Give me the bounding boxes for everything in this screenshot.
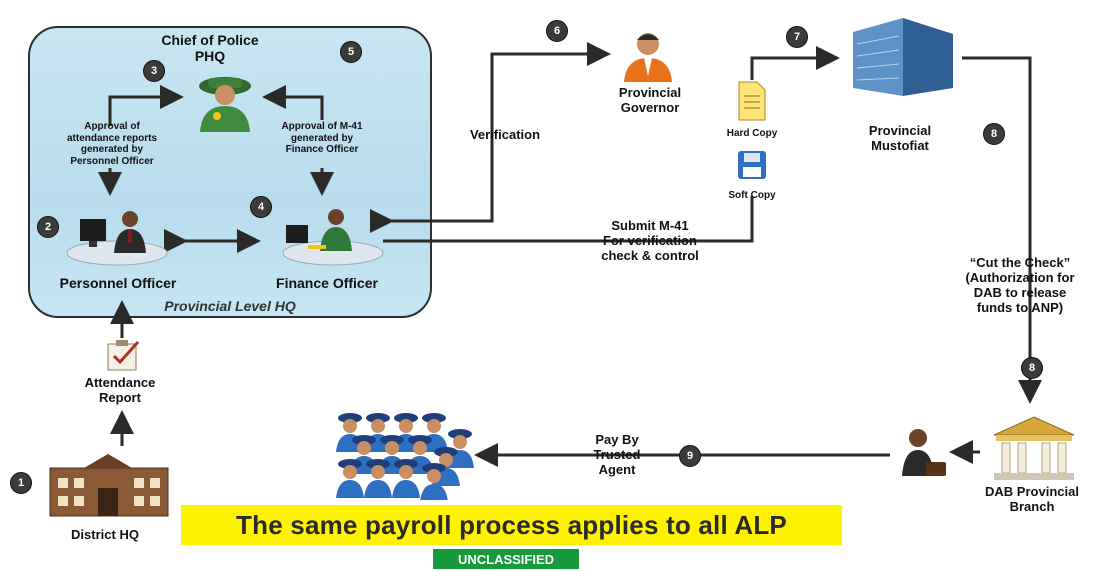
district-hq-label: District HQ bbox=[71, 527, 139, 542]
verification-label: Verification bbox=[469, 127, 541, 142]
pay-by-line2: Trusted bbox=[593, 446, 641, 462]
chief-label: Chief of Police PHQ bbox=[150, 32, 270, 64]
personnel-officer-label: Personnel Officer bbox=[59, 275, 177, 291]
attendance-report-label: Attendance Report bbox=[70, 375, 170, 406]
cut-check-line4: funds to ANP) bbox=[976, 299, 1064, 315]
step-badge-2: 2 bbox=[37, 216, 59, 238]
hard-copy-document-icon bbox=[738, 81, 766, 121]
soft-copy-label: Soft Copy bbox=[728, 190, 776, 201]
police-chief-icon bbox=[199, 77, 251, 132]
step-badge-8b: 8 bbox=[1021, 357, 1043, 379]
step-badge-3: 3 bbox=[143, 60, 165, 82]
police-group-icon bbox=[336, 413, 474, 500]
chief-label-line2: PHQ bbox=[194, 48, 226, 65]
personnel-officer-icon bbox=[66, 211, 168, 266]
arrow-to-mustofiat bbox=[750, 46, 840, 80]
submit-m41-line3: check & control bbox=[601, 247, 699, 263]
arrow-approval-m41 bbox=[262, 85, 324, 120]
approval-m41-line1: Approval of M-41 bbox=[281, 121, 363, 132]
approval-m41-line2: generated by bbox=[290, 132, 354, 144]
approval-attendance-line3: generated by bbox=[80, 144, 144, 155]
submit-m41-label: Submit M-41 For verification check & con… bbox=[575, 218, 725, 264]
office-building-icon bbox=[853, 18, 953, 96]
approval-attendance-label: Approval of attendance reports generated… bbox=[52, 121, 172, 167]
dab-branch-label: DAB Provincial Branch bbox=[967, 484, 1097, 515]
step-badge-6: 6 bbox=[546, 20, 568, 42]
governor-label: Provincial Governor bbox=[595, 85, 705, 116]
governor-icon bbox=[624, 33, 672, 82]
classification-marking: UNCLASSIFIED bbox=[433, 549, 579, 569]
pay-by-agent-label: Pay By Trusted Agent bbox=[572, 432, 662, 478]
step-badge-9: 9 bbox=[679, 445, 701, 467]
arrow-verification bbox=[370, 42, 611, 233]
arrow-mustofiat-to-dab bbox=[962, 56, 1042, 404]
approval-m41-label: Approval of M-41 generated by Finance Of… bbox=[262, 121, 382, 156]
step-badge-7: 7 bbox=[786, 26, 808, 48]
step-badge-5: 5 bbox=[340, 41, 362, 63]
dab-branch-label-line2: Branch bbox=[1009, 498, 1055, 514]
governor-label-line2: Governor bbox=[620, 99, 680, 115]
submit-m41-line2: For verification bbox=[603, 232, 697, 248]
step-badge-8a: 8 bbox=[983, 123, 1005, 145]
approval-attendance-line1: Approval of bbox=[84, 121, 140, 132]
mustofiat-label-line1: Provincial bbox=[868, 123, 932, 138]
step-badge-4: 4 bbox=[250, 196, 272, 218]
cut-check-label: “Cut the Check” (Authorization for DAB t… bbox=[945, 255, 1095, 316]
submit-m41-line1: Submit M-41 bbox=[611, 218, 689, 233]
hard-copy-label: Hard Copy bbox=[726, 128, 778, 139]
mustofiat-label-line2: Mustofiat bbox=[871, 137, 929, 153]
mustofiat-label: Provincial Mustofiat bbox=[845, 123, 955, 154]
cut-check-line2: (Authorization for bbox=[965, 269, 1075, 285]
cut-check-line1: “Cut the Check” bbox=[969, 255, 1071, 270]
finance-officer-label: Finance Officer bbox=[276, 275, 378, 291]
summary-banner: The same payroll process applies to all … bbox=[181, 505, 842, 545]
cut-check-line3: DAB to release bbox=[973, 284, 1067, 300]
pay-by-line1: Pay By bbox=[595, 432, 639, 447]
governor-label-line1: Provincial bbox=[618, 85, 682, 100]
approval-attendance-line4: Personnel Officer bbox=[70, 155, 154, 167]
finance-officer-icon bbox=[282, 209, 384, 266]
provincial-hq-box bbox=[28, 26, 432, 318]
attendance-report-line2: Report bbox=[99, 389, 141, 405]
bank-building-icon bbox=[993, 416, 1075, 480]
soft-copy-floppy-icon bbox=[738, 151, 766, 179]
trusted-agent-icon bbox=[902, 429, 946, 476]
arrow-approval-attendance bbox=[108, 85, 184, 126]
provincial-hq-caption: Provincial Level HQ bbox=[164, 298, 296, 314]
approval-m41-line3: Finance Officer bbox=[285, 144, 359, 155]
step-badge-1: 1 bbox=[10, 472, 32, 494]
attendance-report-line1: Attendance bbox=[84, 375, 156, 390]
chief-label-line1: Chief of Police bbox=[161, 32, 259, 48]
approval-attendance-line2: attendance reports bbox=[66, 132, 158, 144]
arrow-submit-m41 bbox=[383, 196, 754, 243]
attendance-clipboard-icon bbox=[107, 340, 140, 371]
district-building-icon bbox=[49, 454, 169, 517]
pay-by-line3: Agent bbox=[598, 461, 636, 477]
dab-branch-label-line1: DAB Provincial bbox=[985, 484, 1079, 499]
